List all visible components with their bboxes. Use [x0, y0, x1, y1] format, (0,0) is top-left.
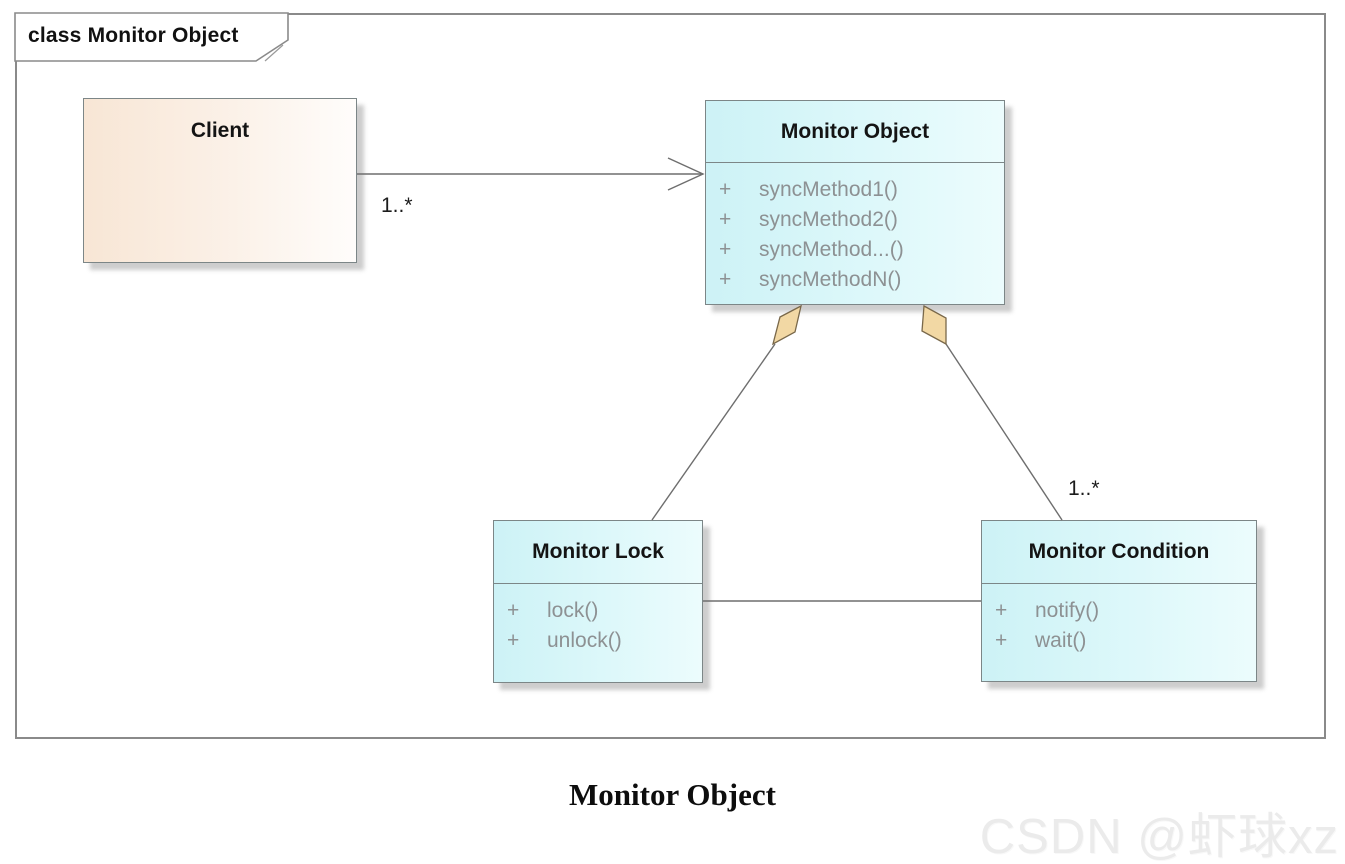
method-row[interactable]: + unlock()	[494, 626, 702, 656]
method-signature: lock()	[547, 599, 599, 622]
class-box-client[interactable]: Client	[83, 98, 357, 263]
class-name: Client	[190, 119, 250, 142]
aggregation-diamond-condition-icon	[921, 304, 947, 346]
method-signature: wait()	[1035, 629, 1087, 652]
method-row[interactable]: + notify()	[982, 596, 1256, 626]
method-compartment: + lock() + unlock()	[494, 584, 702, 656]
visibility-marker: +	[719, 208, 732, 231]
class-box-monitor-condition[interactable]: Monitor Condition + notify() + wait()	[981, 520, 1257, 682]
method-row[interactable]: + lock()	[494, 596, 702, 626]
class-box-monitor-object[interactable]: Monitor Object + syncMethod1() + syncMet…	[705, 100, 1005, 305]
visibility-marker: +	[995, 599, 1008, 622]
class-name: Monitor Object	[780, 119, 930, 143]
visibility-marker: +	[507, 599, 520, 622]
method-compartment: + syncMethod1() + syncMethod2() + syncMe…	[706, 163, 1004, 295]
method-row[interactable]: + wait()	[982, 626, 1256, 656]
method-signature: syncMethod2()	[759, 208, 898, 231]
frame-tab-inner-corner-line	[264, 44, 284, 62]
multiplicity-label-client-association: 1..*	[381, 194, 413, 217]
csdn-watermark: CSDN @虾球xz	[979, 810, 1339, 864]
multiplicity-label-condition-aggregation: 1..*	[1068, 477, 1100, 500]
method-signature: syncMethod1()	[759, 178, 898, 201]
class-name: Monitor Lock	[532, 540, 664, 563]
method-signature: syncMethodN()	[759, 268, 902, 291]
diagram-caption: Monitor Object	[569, 777, 776, 812]
method-compartment: + notify() + wait()	[982, 584, 1256, 656]
aggregation-diamond-lock-icon	[771, 304, 802, 346]
frame-title: class Monitor Object	[28, 24, 239, 47]
method-row[interactable]: + syncMethodN()	[706, 265, 1004, 295]
visibility-marker: +	[507, 629, 520, 652]
visibility-marker: +	[719, 178, 732, 201]
method-row[interactable]: + syncMethod2()	[706, 205, 1004, 235]
visibility-marker: +	[995, 629, 1008, 652]
method-signature: syncMethod...()	[759, 238, 904, 261]
method-row[interactable]: + syncMethod1()	[706, 175, 1004, 205]
connector-monitor-object-to-lock[interactable]	[651, 304, 802, 521]
method-row[interactable]: + syncMethod...()	[706, 235, 1004, 265]
class-box-monitor-lock[interactable]: Monitor Lock + lock() + unlock()	[493, 520, 703, 683]
visibility-marker: +	[719, 238, 732, 261]
method-signature: notify()	[1035, 599, 1100, 622]
visibility-marker: +	[719, 268, 732, 291]
connector-client-to-monitor-object[interactable]	[357, 157, 705, 191]
connector-monitor-object-to-condition[interactable]	[921, 304, 1063, 521]
open-arrowhead-icon	[667, 157, 705, 191]
class-name: Monitor Condition	[1028, 540, 1210, 563]
method-signature: unlock()	[547, 629, 622, 652]
